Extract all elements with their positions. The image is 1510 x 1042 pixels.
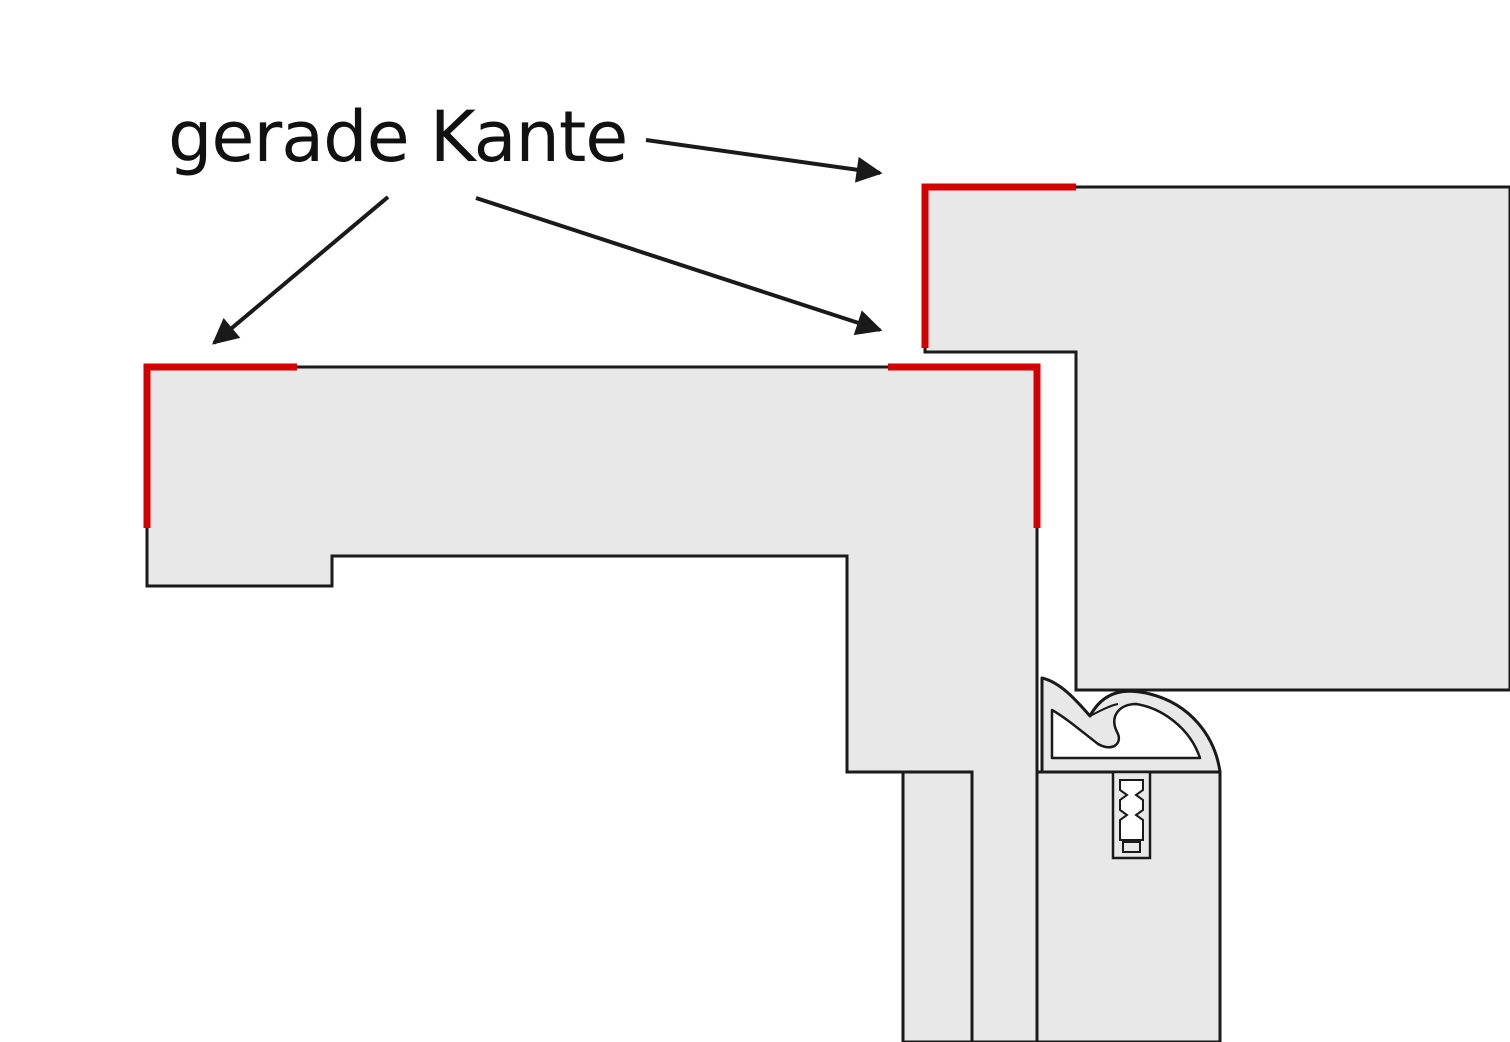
arrow-to-frame-left-edge: [212, 195, 390, 345]
gasket-clip: [1111, 770, 1152, 860]
arrow-to-sash-edge: [645, 138, 883, 183]
straight-edge-frame-left: [143, 363, 297, 528]
straight-edge-frame-right: [888, 363, 1041, 528]
sash-profile: [923, 185, 1510, 692]
straight-edge-sash: [921, 183, 1076, 348]
arrow-to-frame-right-edge: [475, 196, 883, 336]
seal-gasket: [1040, 676, 1222, 774]
annotation-label: gerade Kante: [168, 96, 628, 178]
frame-inner-leg: [901, 770, 974, 1042]
